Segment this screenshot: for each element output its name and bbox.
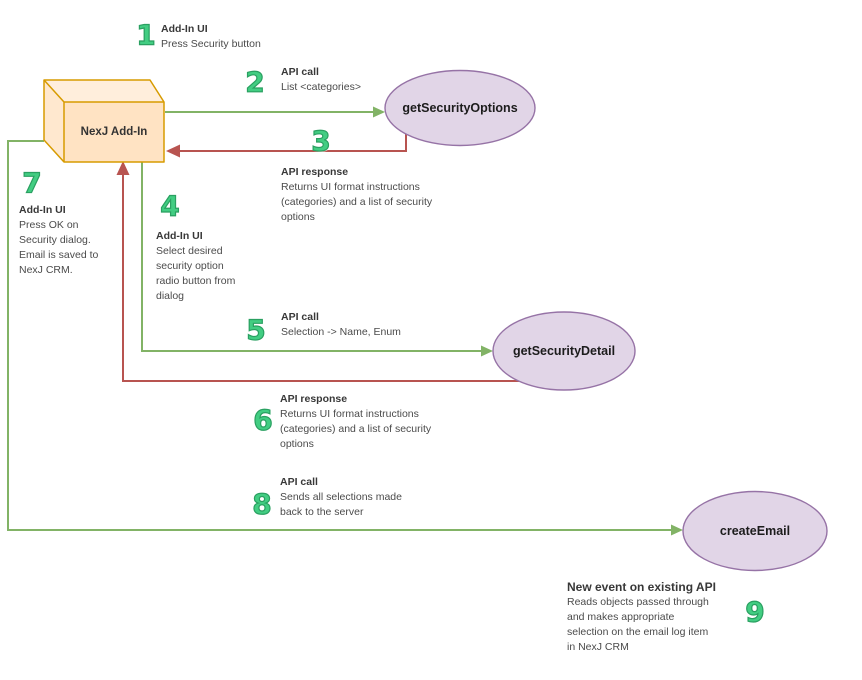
arrowhead-step8 [671, 524, 683, 536]
step-title: API response [281, 166, 349, 178]
step-line: List <categories> [281, 81, 361, 93]
step-8-annotation: API call Sends all selections made back … [280, 475, 402, 520]
step-title: API call [281, 66, 319, 78]
step-line: dialog [156, 290, 185, 302]
step-line: Security dialog. [19, 234, 91, 246]
step-7-annotation: Add-In UI Press OK on Security dialog. E… [19, 203, 98, 278]
step-4-number: 4 [160, 189, 181, 223]
step-line: (categories) and a list of security [280, 423, 432, 435]
arrowhead-step5 [481, 345, 493, 357]
arrowhead-step6 [116, 161, 130, 175]
arrowhead-step2 [373, 106, 385, 118]
step-line: Returns UI format instructions [280, 408, 419, 420]
step-7-number: 7 [22, 166, 43, 200]
green-arrowheads [373, 106, 683, 536]
arrow-step6-api-response [122, 174, 552, 382]
step-title: API call [280, 476, 318, 488]
node-label-nexj-add-in: NexJ Add-In [80, 126, 148, 138]
step-title: API call [281, 311, 319, 323]
step-9-annotation: New event on existing API Reads objects … [567, 580, 716, 655]
step-line: selection on the email log item [567, 626, 709, 638]
green-arrows [7, 111, 672, 531]
step-2-number: 2 [245, 65, 266, 99]
step-line: options [281, 211, 315, 223]
step-line: Email is saved to [19, 249, 99, 261]
step-8-number: 8 [252, 487, 273, 521]
step-line: Returns UI format instructions [281, 181, 420, 193]
step-5-annotation: API call Selection -> Name, Enum [281, 310, 401, 340]
step-6-number: 6 [253, 403, 274, 437]
step-3-number: 3 [311, 124, 332, 158]
step-line: security option [156, 260, 224, 272]
step-line: radio button from [156, 275, 236, 287]
red-arrows [122, 131, 552, 382]
red-arrowheads [116, 144, 180, 175]
node-create-email [682, 490, 828, 572]
step-line: back to the server [280, 506, 364, 518]
step-title: Add-In UI [156, 230, 203, 242]
step-line: Sends all selections made [280, 491, 402, 503]
step-line: Press Security button [161, 38, 261, 50]
arrow-step5-api-call [141, 161, 482, 352]
step-title: New event on existing API [567, 580, 716, 594]
step-5-number: 5 [246, 313, 267, 347]
step-1-number: 1 [136, 18, 157, 52]
step-line: Reads objects passed through [567, 596, 709, 608]
step-title: Add-In UI [19, 204, 66, 216]
step-line: and makes appropriate [567, 611, 675, 623]
node-label-get-security-detail: getSecurityDetail [512, 344, 616, 358]
node-get-security-options [384, 69, 536, 147]
step-title: API response [280, 393, 348, 405]
step-4-annotation: Add-In UI Select desired security option… [156, 229, 235, 304]
arrow-step3-api-response [180, 131, 407, 152]
step-line: Press OK on [19, 219, 79, 231]
step-title: Add-In UI [161, 23, 208, 35]
step-line: Select desired [156, 245, 223, 257]
arrow-step8-api-call [7, 140, 672, 531]
node-label-create-email: createEmail [719, 524, 791, 538]
step-3-annotation: API response Returns UI format instructi… [281, 165, 432, 225]
step-1-annotation: Add-In UI Press Security button [161, 22, 261, 52]
step-line: (categories) and a list of security [281, 196, 433, 208]
step-line: NexJ CRM. [19, 264, 73, 276]
node-get-security-detail [492, 311, 636, 391]
step-line: Selection -> Name, Enum [281, 326, 401, 338]
step-line: options [280, 438, 314, 450]
step-2-annotation: API call List <categories> [281, 65, 361, 95]
arrowhead-step3 [166, 144, 180, 158]
step-6-annotation: API response Returns UI format instructi… [280, 392, 431, 452]
step-9-number: 9 [745, 595, 766, 629]
step-line: in NexJ CRM [567, 641, 629, 653]
node-label-get-security-options: getSecurityOptions [402, 101, 518, 115]
node-nexj-add-in-cube [43, 79, 165, 163]
